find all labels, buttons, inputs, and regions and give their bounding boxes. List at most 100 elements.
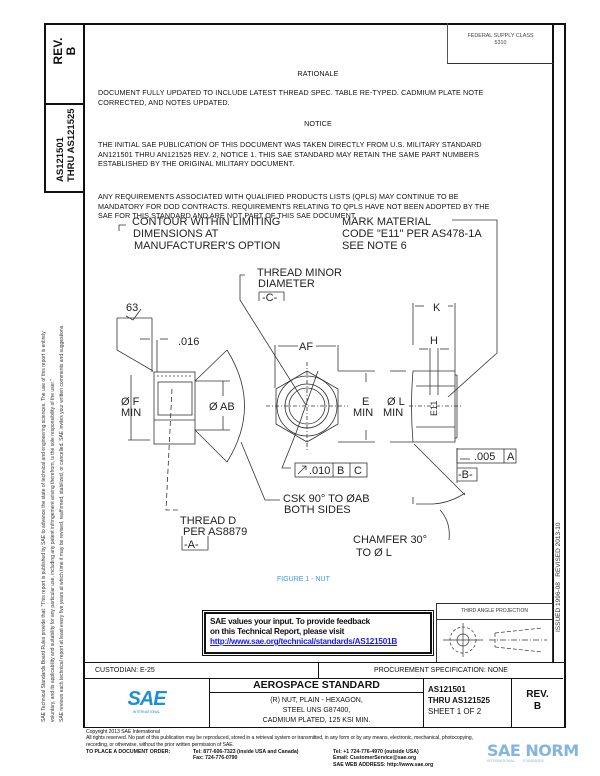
part-description: (R) NUT, PLAIN - HEXAGON, STEEL UNS G874…: [210, 696, 423, 726]
notice-line: THE INITIAL SAE PUBLICATION OF THIS DOCU…: [98, 140, 482, 149]
mark-material-leader: [447, 219, 498, 398]
rationale-line: DOCUMENT FULLY UPDATED TO INCLUDE LATEST…: [98, 88, 484, 97]
dim-016: .016: [178, 336, 199, 348]
tol-010-datum-b: B: [337, 465, 344, 477]
federal-supply-value: 5310: [494, 40, 507, 46]
mark-code-label: E11: [429, 401, 439, 416]
rev-cell: REV. B: [512, 679, 563, 727]
dim-ab-label: Ø AB: [209, 401, 235, 413]
sheet-number: SHEET 1 OF 2: [428, 707, 482, 716]
watermark-text: SAE NORM: [487, 741, 579, 760]
dim-f: [128, 375, 150, 441]
rev-label: REV.: [526, 689, 549, 700]
projection-label: THIRD ANGLE PROJECTION: [437, 604, 552, 620]
notice-line: AN121501 THRU AN121525 REV. 2, NOTICE 1.…: [98, 149, 479, 159]
sae-logo: SAE: [127, 688, 166, 710]
strip-divider-1: [44, 103, 84, 105]
procurement-cell: PROCUREMENT SPECIFICATION: NONE: [319, 663, 563, 679]
issued-date: ISSUED 1996-08: [555, 582, 562, 632]
datum-c-frame: [258, 291, 285, 301]
frame-right-inner: [552, 23, 554, 663]
surface-finish-symbol: [125, 308, 142, 321]
left-view-body: [153, 371, 196, 445]
finish-leader: [116, 318, 154, 372]
thread-minor-leader: [239, 274, 307, 406]
watermark-sub: INTERNATIONAL STANDARDS: [487, 759, 579, 764]
projection-box: THIRD ANGLE PROJECTION: [436, 603, 553, 663]
copyright: Copyright 2013 SAE International: [86, 729, 160, 735]
issue-dates: ISSUED 1996-08 REVISED 2013-10: [555, 523, 563, 633]
tel-outside: Tel: +1 724-776-4970 (outside USA): [333, 749, 419, 755]
federal-supply-label: FEDERAL SUPPLY CLASS: [467, 33, 534, 39]
frame-left-outer: [44, 23, 46, 191]
chamfer-angle: [412, 492, 466, 541]
web-address[interactable]: SAE WEB ADDRESS: http://www.sae.org: [333, 761, 434, 768]
tel-inside: Tel: 877-606-7323 (inside USA and Canada…: [193, 749, 299, 755]
feedback-box: SAE values your input. To provide feedba…: [202, 610, 434, 656]
frame-top: [44, 23, 565, 25]
description-line: STEEL UNS G87400,: [282, 707, 351, 714]
rev-value: B: [533, 701, 542, 712]
left-view-bore: [157, 381, 193, 416]
csk-arc: [226, 349, 245, 463]
doc-number-cell: AS121501 THRU AS121525 SHEET 1 OF 2: [424, 679, 512, 727]
tol-005: .005: [474, 451, 495, 463]
dim-k-label: K: [433, 302, 441, 314]
revised-date: REVISED 2013-10: [555, 522, 562, 577]
csk-leader: [240, 441, 280, 501]
tol-010: .010: [309, 465, 330, 477]
doc-number: AS121501: [428, 685, 466, 694]
notice-line: ANY REQUIREMENTS ASSOCIATED WITH QUALIFI…: [98, 192, 459, 201]
strip-divider-2: [44, 191, 84, 193]
feedback-link[interactable]: http://www.sae.org/technical/standards/A…: [210, 637, 397, 646]
federal-supply-box: FEDERAL SUPPLY CLASS 5310: [447, 23, 553, 64]
sae-logo-sub: INTERNATIONAL: [132, 710, 161, 714]
email[interactable]: Email: CustomerService@sae.org: [333, 755, 417, 762]
dim-af-label: AF: [299, 341, 313, 353]
footer: Copyright 2013 SAE International All rig…: [86, 729, 473, 748]
frame-right-outer: [564, 23, 566, 728]
figure-caption: FIGURE 1 - NUT: [277, 576, 331, 583]
notice-heading: NOTICE: [304, 119, 332, 128]
thread-d-leader: [165, 388, 178, 511]
hex-outline: [275, 370, 339, 443]
watermark-sub-1: INTERNATIONAL: [487, 759, 515, 763]
position-frame: [294, 462, 368, 478]
datum-b-frame: [456, 448, 478, 483]
frame-left-inner: [83, 23, 85, 728]
notice-line: MANDATORY FOR DOD CONTRACTS. REQUIREMENT…: [98, 201, 490, 211]
order-label: TO PLACE A DOCUMENT ORDER:: [86, 749, 171, 755]
title-block: CUSTODIAN: E-25 PROCUREMENT SPECIFICATIO…: [83, 662, 565, 728]
chamfer-leader: [413, 443, 466, 496]
order-phone: Tel: 877-606-7323 (inside USA and Canada…: [193, 749, 299, 762]
datum-b-label: -B-: [458, 469, 473, 481]
order-contact: Tel: +1 724-776-4970 (outside USA) Email…: [333, 749, 433, 768]
rights-line-1: All rights reserved. No part of this pub…: [86, 735, 473, 742]
rationale-body: DOCUMENT FULLY UPDATED TO INCLUDE LATEST…: [98, 88, 483, 107]
dim-h-label: H: [430, 335, 438, 347]
doc-thru: THRU AS121525: [428, 696, 490, 705]
thread-minor-circle: [288, 387, 326, 425]
aerospace-standard-heading: AEROSPACE STANDARD: [210, 679, 423, 693]
watermark-sub-2: STANDARDS: [522, 759, 544, 763]
feedback-line-2: on this Technical Report, please visit: [210, 627, 345, 636]
rationale-line: CORRECTED, AND NOTES UPDATED.: [98, 97, 230, 107]
description-line: (R) NUT, PLAIN - HEXAGON,: [270, 697, 363, 704]
contour-leader: [118, 224, 126, 231]
position-symbol: [297, 465, 307, 475]
rationale-heading: RATIONALE: [297, 69, 339, 78]
logo-cell: SAE INTERNATIONAL: [84, 679, 210, 727]
heading-cell: AEROSPACE STANDARD (R) NUT, PLAIN - HEXA…: [210, 679, 424, 727]
position-leader: [281, 370, 319, 469]
chamfer-text: CHAMFER 30°TO Ø L: [353, 534, 427, 559]
third-angle-projection-icon: [443, 623, 547, 657]
description-line: CADMIUM PLATED, 125 KSI MIN.: [262, 717, 371, 724]
notice-line: SAE FOR THIS STANDARD AND ARE NOT PART O…: [98, 211, 357, 221]
right-view-body: [411, 370, 456, 443]
